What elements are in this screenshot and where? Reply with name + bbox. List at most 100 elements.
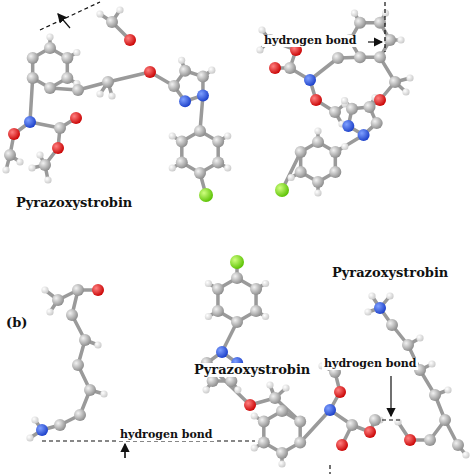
atom <box>374 94 386 106</box>
atom <box>258 26 265 33</box>
atom <box>194 167 206 179</box>
atom <box>295 166 307 178</box>
atom <box>212 305 224 317</box>
atom <box>178 57 185 64</box>
dashed-hbond <box>329 465 330 474</box>
atom <box>94 341 101 348</box>
atom <box>284 62 296 74</box>
atom <box>329 146 341 158</box>
atom <box>374 302 386 314</box>
atom <box>27 52 39 64</box>
atom <box>346 419 358 431</box>
atom <box>27 72 39 84</box>
atom <box>288 174 295 181</box>
atom <box>96 90 103 97</box>
atom <box>314 189 321 196</box>
atom <box>262 280 269 287</box>
leader-arrow <box>124 444 125 458</box>
atom <box>416 334 423 341</box>
atom <box>351 10 358 17</box>
bond-layer <box>6 10 466 464</box>
hydrogen-bond-lines <box>40 2 403 474</box>
atom <box>224 132 231 139</box>
atom <box>389 76 401 88</box>
atom <box>336 439 348 451</box>
atom <box>176 136 188 148</box>
dashed-hbond <box>384 2 385 52</box>
atom <box>364 426 376 438</box>
atom <box>8 128 20 140</box>
atom <box>169 164 176 171</box>
atom <box>203 386 210 393</box>
atom <box>36 151 43 158</box>
atom <box>205 313 212 320</box>
atom <box>329 166 341 178</box>
atom <box>341 143 348 150</box>
atom <box>199 188 213 202</box>
bond <box>30 78 33 122</box>
atom <box>46 308 53 315</box>
atom <box>329 106 341 118</box>
atom <box>41 286 48 293</box>
atom <box>197 89 209 101</box>
atom <box>369 414 381 426</box>
atom <box>124 34 136 46</box>
atom <box>294 416 306 428</box>
atom <box>54 122 66 134</box>
atom <box>462 451 469 458</box>
atom <box>176 157 188 169</box>
atom <box>16 158 23 165</box>
atom <box>116 6 123 13</box>
atom <box>312 136 324 148</box>
panel-label: (b) <box>4 316 29 330</box>
atom <box>368 292 375 299</box>
atom <box>364 101 376 113</box>
leader-line <box>124 445 125 458</box>
dashed-hbond <box>382 419 403 420</box>
leader-arrow <box>368 41 382 42</box>
atom <box>231 316 243 328</box>
atom <box>72 84 84 96</box>
atom <box>251 444 258 451</box>
atom <box>44 82 56 94</box>
atom <box>332 52 344 64</box>
hydrogen-bond-label: hydrogen bond <box>118 429 214 441</box>
atom <box>258 437 270 449</box>
atom <box>354 51 366 63</box>
atom <box>144 66 156 78</box>
atom <box>216 346 228 358</box>
atom <box>212 136 224 148</box>
atom <box>358 129 370 141</box>
atom <box>334 386 346 398</box>
atom <box>354 17 366 29</box>
atom <box>341 97 348 104</box>
atom <box>61 72 73 84</box>
atom <box>374 17 386 29</box>
molecule-name: Pyrazoxystrobin <box>14 196 134 210</box>
atom <box>402 88 409 95</box>
atom <box>276 405 288 417</box>
atom <box>406 74 413 81</box>
atom <box>258 416 270 428</box>
bond <box>108 72 150 82</box>
atom <box>250 283 262 295</box>
atom <box>54 419 66 431</box>
atom <box>197 71 209 83</box>
atom <box>2 166 9 173</box>
atom <box>269 392 281 404</box>
molecule-name: Pyrazoxystrobin <box>330 266 450 280</box>
atom <box>31 416 38 423</box>
atom <box>294 437 306 449</box>
atom <box>179 95 191 107</box>
atom <box>402 339 414 351</box>
atom <box>28 164 35 171</box>
atom <box>52 294 64 306</box>
atom <box>452 439 464 451</box>
atom-layer <box>2 6 469 467</box>
atom <box>282 384 289 391</box>
atom <box>106 16 118 28</box>
atom <box>72 284 84 296</box>
atom <box>374 51 386 63</box>
